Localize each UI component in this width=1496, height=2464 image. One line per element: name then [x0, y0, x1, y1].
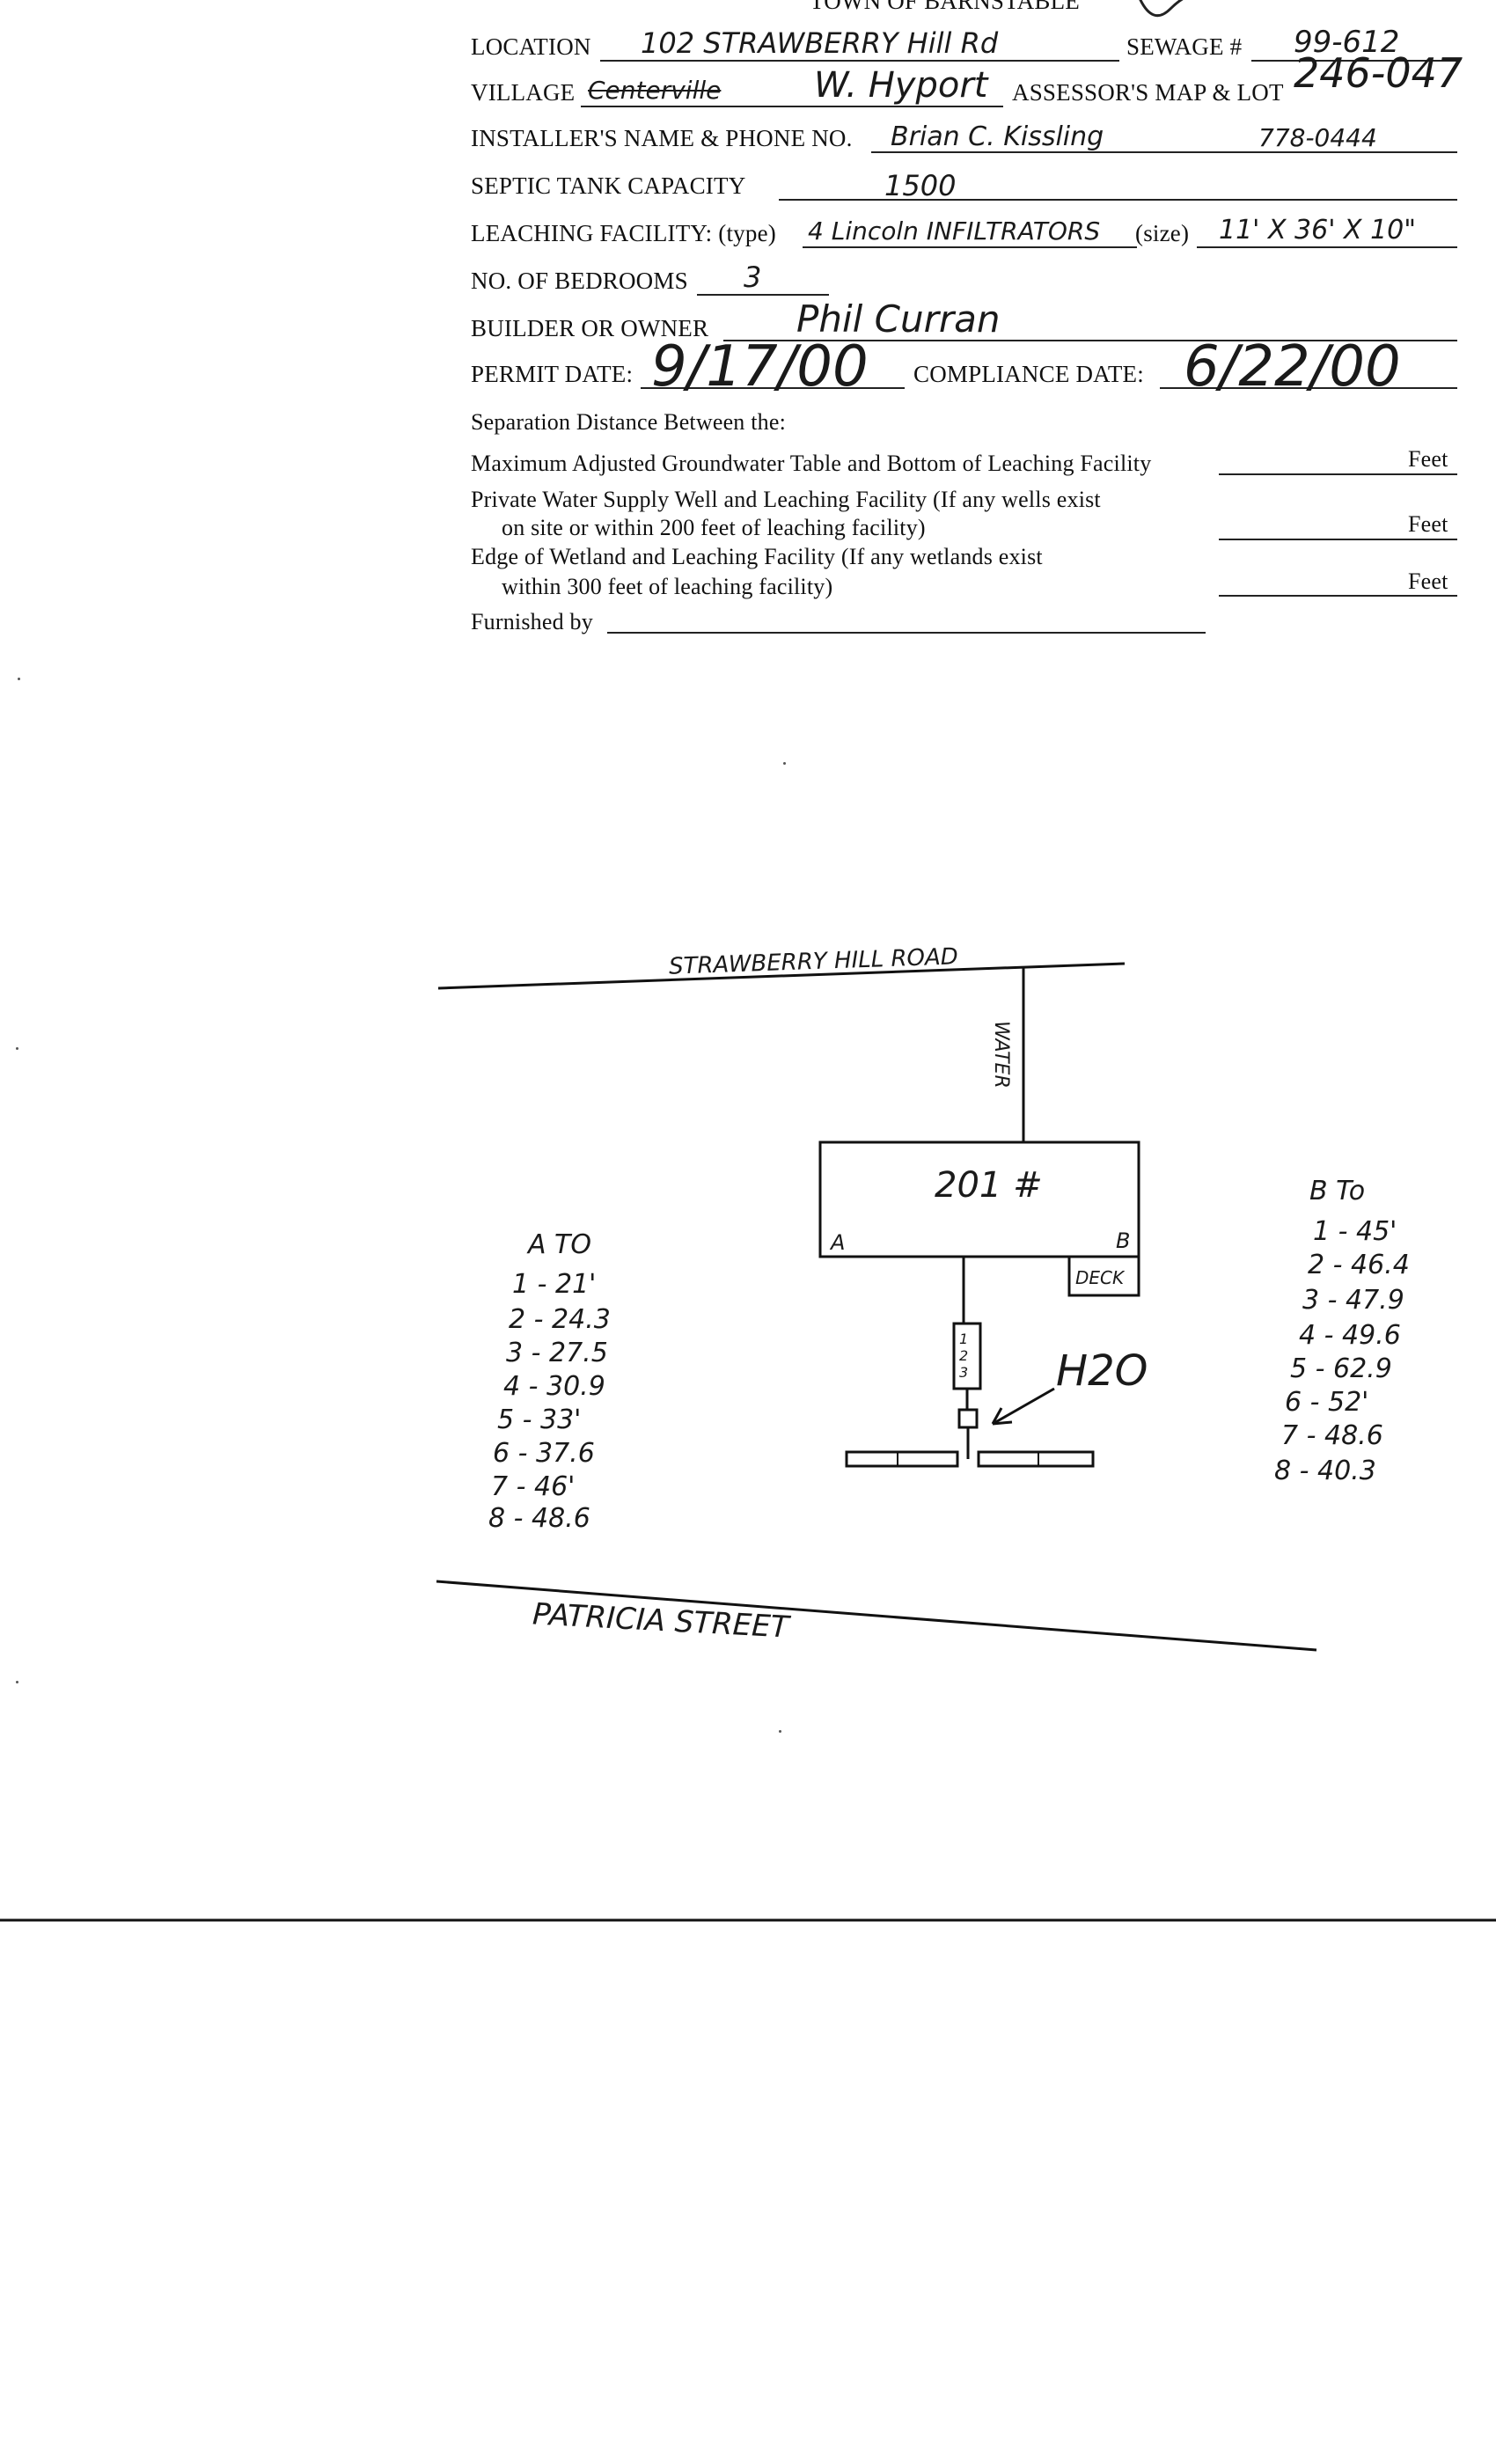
- compliance-label: COMPLIANCE DATE:: [913, 361, 1144, 387]
- b-tie-3: 3 - 47.9: [1302, 1285, 1404, 1316]
- b-tie-4: 4 - 49.6: [1299, 1320, 1401, 1351]
- permit-value: 9/17/00: [651, 334, 869, 400]
- owner-label: BUILDER OR OWNER: [471, 315, 709, 341]
- leaching-chamber-right: [977, 1450, 1095, 1468]
- a-tie-4: 4 - 30.9: [503, 1371, 605, 1402]
- permit-line: [641, 387, 905, 389]
- village-line: [581, 106, 1003, 107]
- assessor-label: ASSESSOR'S MAP & LOT: [1012, 79, 1284, 106]
- town-header: TOWN OF BARNSTABLE: [810, 0, 1080, 14]
- corner-a-label: A: [831, 1230, 846, 1255]
- b-tie-8: 8 - 40.3: [1274, 1456, 1376, 1486]
- location-line: [600, 60, 1119, 62]
- sewage-line: [1251, 60, 1457, 62]
- a-tie-5: 5 - 33': [497, 1404, 582, 1435]
- checkmark-icon: [1139, 0, 1184, 18]
- owner-value: Phil Curran: [796, 297, 1001, 341]
- village-value: W. Hyport: [814, 65, 988, 106]
- b-tie-7: 7 - 48.6: [1281, 1420, 1383, 1451]
- location-value: 102 STRAWBERRY Hill Rd: [641, 26, 999, 60]
- village-struck-value: Centerville: [588, 76, 722, 105]
- sewage-value: 99-612: [1294, 25, 1400, 60]
- water-label: WATER: [990, 1021, 1012, 1089]
- separation-wetland-line2: within 300 feet of leaching facility): [502, 574, 833, 599]
- house-outline: [818, 1140, 1140, 1258]
- septic-value: 1500: [884, 169, 957, 202]
- patricia-street-line: [436, 1580, 1317, 1652]
- a-tie-2: 2 - 24.3: [509, 1304, 611, 1335]
- installer-line: [871, 151, 1457, 153]
- well-feet-label: Feet: [1408, 511, 1448, 537]
- h2o-arrow-shaft: [992, 1387, 1055, 1426]
- h2o-label: H2O: [1056, 1346, 1148, 1396]
- size-label: (size): [1135, 220, 1190, 246]
- deck-outline: [1067, 1255, 1140, 1297]
- scan-speck: [779, 1730, 781, 1733]
- location-label: LOCATION: [471, 33, 591, 60]
- b-tie-1: 1 - 45': [1313, 1216, 1397, 1247]
- leaching-size-value: 11' X 36' X 10": [1219, 215, 1417, 246]
- installer-name: Brian C. Kissling: [891, 121, 1104, 152]
- wetland-feet-line: [1219, 595, 1457, 597]
- separation-well-line1: Private Water Supply Well and Leaching F…: [471, 487, 1101, 512]
- separation-heading: Separation Distance Between the:: [471, 409, 786, 435]
- b-tie-5: 5 - 62.9: [1290, 1353, 1392, 1384]
- a-ties-title: A TO: [528, 1229, 591, 1260]
- installer-phone: 778-0444: [1258, 123, 1377, 152]
- compliance-value: 6/22/00: [1184, 334, 1401, 400]
- groundwater-feet-line: [1219, 473, 1457, 475]
- well-feet-line: [1219, 539, 1457, 540]
- leaching-label: LEACHING FACILITY: (type): [471, 220, 776, 246]
- scan-speck: [783, 762, 786, 765]
- bedrooms-value: 3: [744, 260, 762, 294]
- bedrooms-label: NO. OF BEDROOMS: [471, 268, 688, 294]
- house-label: 201 #: [935, 1165, 1043, 1206]
- furnished-label: Furnished by: [471, 609, 593, 634]
- leaching-chamber-left: [845, 1450, 959, 1468]
- groundwater-feet-label: Feet: [1408, 446, 1448, 472]
- separation-groundwater: Maximum Adjusted Groundwater Table and B…: [471, 451, 1152, 476]
- a-tie-6: 6 - 37.6: [493, 1438, 595, 1469]
- h2o-arrow-head: [991, 1407, 1013, 1426]
- assessor-value: 246-047: [1294, 49, 1463, 97]
- village-label: VILLAGE: [471, 79, 576, 106]
- strawberry-hill-road-line: [437, 962, 1126, 990]
- furnished-line: [607, 632, 1206, 634]
- size-line: [1197, 246, 1457, 248]
- distribution-box: [957, 1408, 979, 1429]
- scan-speck: [16, 1681, 18, 1683]
- a-tie-3: 3 - 27.5: [506, 1338, 608, 1368]
- deck-label: DECK: [1075, 1267, 1125, 1288]
- scan-speck: [16, 1047, 18, 1050]
- separation-well-line2: on site or within 200 feet of leaching f…: [502, 515, 926, 540]
- septic-tank-label: 1 2 3: [959, 1331, 969, 1381]
- septic-label: SEPTIC TANK CAPACITY: [471, 172, 746, 199]
- scan-speck: [18, 678, 20, 680]
- b-tie-6: 6 - 52': [1285, 1387, 1369, 1418]
- wetland-feet-label: Feet: [1408, 568, 1448, 594]
- septic-line: [779, 199, 1457, 201]
- corner-b-label: B: [1116, 1228, 1131, 1253]
- owner-line: [723, 340, 1457, 341]
- compliance-line: [1160, 387, 1457, 389]
- permit-label: PERMIT DATE:: [471, 361, 634, 387]
- b-ties-title: B To: [1309, 1176, 1366, 1206]
- installer-label: INSTALLER'S NAME & PHONE NO.: [471, 125, 853, 151]
- sewage-label: SEWAGE #: [1126, 33, 1243, 60]
- a-tie-7: 7 - 46': [491, 1471, 576, 1502]
- separation-wetland-line1: Edge of Wetland and Leaching Facility (I…: [471, 544, 1043, 569]
- a-tie-8: 8 - 48.6: [488, 1503, 590, 1534]
- a-tie-1: 1 - 21': [512, 1269, 597, 1300]
- bedrooms-line: [697, 294, 829, 296]
- leaching-type-value: 4 Lincoln INFILTRATORS: [808, 216, 1101, 246]
- leaching-type-line: [803, 246, 1137, 248]
- b-tie-2: 2 - 46.4: [1308, 1250, 1410, 1280]
